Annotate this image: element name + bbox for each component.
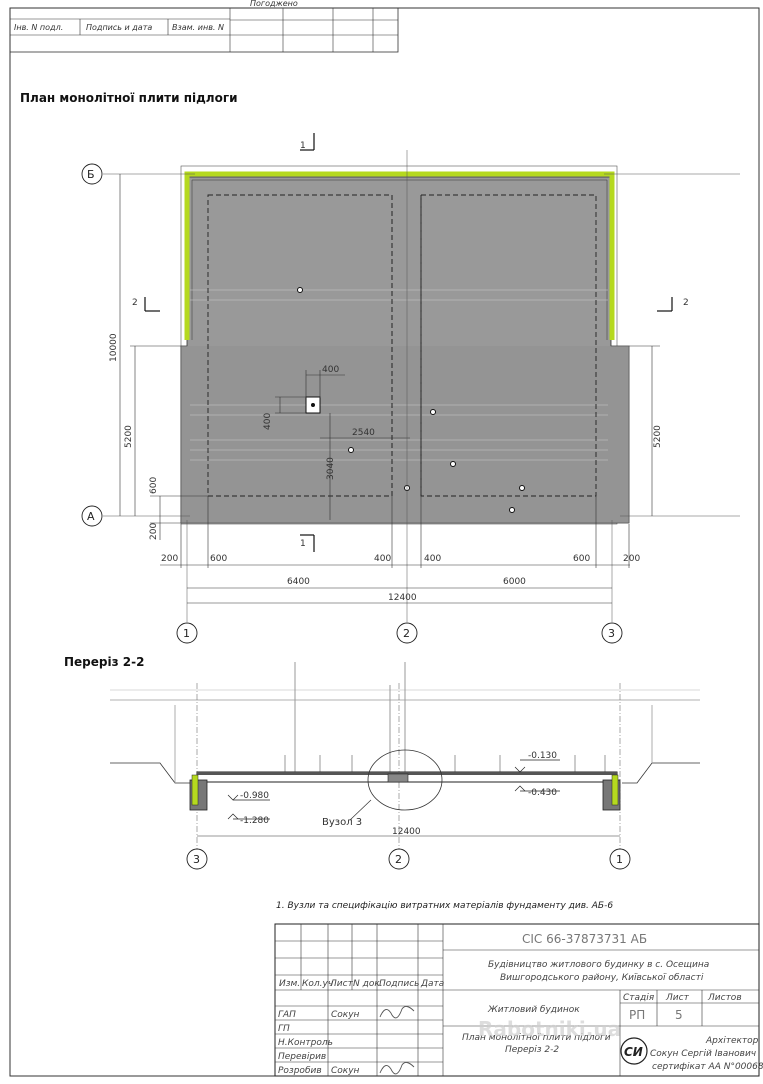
tb-role-gap: ГАП bbox=[278, 1010, 296, 1020]
tb-role-gp: ГП bbox=[278, 1024, 290, 1034]
architect-logo bbox=[620, 1037, 648, 1065]
signature-1 bbox=[379, 1006, 415, 1019]
general-note: 1. Вузли та специфікацію витратних матер… bbox=[276, 901, 613, 911]
dim-bottom-200-left: 200 bbox=[161, 554, 178, 564]
dim-bottom-600-left: 600 bbox=[210, 554, 227, 564]
stamp-vzam-inv: Взам. инв. N bbox=[172, 23, 224, 32]
tb-role-pereviriv: Перевірив bbox=[278, 1052, 326, 1062]
stamp-podpis-data: Подпись и дата bbox=[86, 23, 152, 32]
axis-1-label: 1 bbox=[183, 627, 190, 640]
tb-header-kol: Кол.уч bbox=[302, 979, 333, 989]
stamp-top-cut: Погоджено bbox=[250, 0, 298, 8]
dim-12400: 12400 bbox=[388, 593, 417, 603]
title-block: Изм. Кол.уч Лист N док. Подпись Дата ГАП… bbox=[274, 923, 763, 1077]
dim-bottom-400-a: 400 bbox=[374, 554, 391, 564]
axis-b-label: Б bbox=[87, 168, 95, 181]
tb-sheet: 5 bbox=[675, 1008, 683, 1022]
dim-2540: 2540 bbox=[352, 428, 375, 438]
level-m0130: -0.130 bbox=[528, 751, 557, 761]
section-axis-3: 3 bbox=[193, 853, 200, 866]
tb-architect2: Сокун Сергій Іванович bbox=[650, 1049, 756, 1059]
tb-code: СІС 66-37873731 АБ bbox=[522, 932, 647, 946]
tb-header-izm: Изм. bbox=[279, 979, 300, 989]
dim-bottom-400-b: 400 bbox=[424, 554, 441, 564]
tb-sheets-label: Листов bbox=[707, 993, 742, 1003]
section-axis-1: 1 bbox=[616, 853, 623, 866]
section-mark-1-bottom: 1 bbox=[300, 539, 306, 549]
dim-5200-right: 5200 bbox=[653, 425, 663, 448]
level-m0980: -0.980 bbox=[240, 791, 269, 801]
dim-400-top: 400 bbox=[322, 365, 339, 375]
dim-200-left: 200 bbox=[149, 523, 159, 540]
tb-project-line2: Вишгородського району, Київської області bbox=[500, 973, 704, 983]
node-3-callout bbox=[367, 749, 443, 811]
section-title: Переріз 2-2 bbox=[64, 655, 144, 669]
dim-600-left: 600 bbox=[149, 477, 159, 494]
section-mark-1-top: 1 bbox=[300, 141, 306, 151]
dim-10000: 10000 bbox=[109, 333, 119, 362]
tb-header-data: Дата bbox=[420, 979, 444, 989]
dim-400-side: 400 bbox=[263, 413, 273, 430]
dim-3040: 3040 bbox=[326, 457, 336, 480]
tb-header-ndoc: N док. bbox=[353, 979, 383, 989]
architect-logo-text: СИ bbox=[624, 1045, 643, 1059]
section-axis-2: 2 bbox=[395, 853, 402, 866]
dim-6000: 6000 bbox=[503, 577, 526, 587]
dim-5200-left: 5200 bbox=[124, 425, 134, 448]
tb-name-gap: Сокун bbox=[331, 1010, 360, 1020]
sheet-frame bbox=[9, 7, 760, 1077]
tb-project-line1: Будівництво житлового будинку в с. Осещи… bbox=[488, 960, 709, 970]
stamp-inv-podl: Інв. N подл. bbox=[14, 23, 63, 32]
tb-sheet-title1: План монолітної плити підлоги bbox=[462, 1033, 611, 1043]
signature-2 bbox=[379, 1062, 415, 1075]
tb-architect3: сертифікат АА N°000680 bbox=[652, 1062, 763, 1072]
axis-a-label: А bbox=[87, 510, 95, 523]
tb-stage-label: Стадія bbox=[623, 993, 655, 1003]
section-mark-2-left: 2 bbox=[132, 298, 138, 308]
node-3-label: Вузол 3 bbox=[322, 817, 362, 828]
dim-bottom-600-right: 600 bbox=[573, 554, 590, 564]
axis-2-label: 2 bbox=[403, 627, 410, 640]
top-stamp: Інв. N подл. Подпись и дата Взам. инв. N… bbox=[9, 0, 399, 53]
dim-6400: 6400 bbox=[287, 577, 310, 587]
tb-header-list: Лист bbox=[329, 979, 354, 989]
level-m0430: -0.430 bbox=[528, 788, 557, 798]
insulation-strip bbox=[184, 171, 615, 340]
level-m1280: -1.280 bbox=[240, 816, 269, 826]
tb-sheet-label: Лист bbox=[665, 993, 690, 1003]
tb-sheet-title2: Переріз 2-2 bbox=[505, 1045, 559, 1055]
section-dim-12400: 12400 bbox=[392, 827, 421, 837]
axis-3-label: 3 bbox=[608, 627, 615, 640]
section-drawing: Вузол 3 -0.130 -0.430 -0.980 -1.280 1240… bbox=[110, 662, 700, 870]
tb-header-podpis: Подпись bbox=[379, 979, 419, 989]
tb-name-razrob: Сокун bbox=[331, 1066, 360, 1076]
plan-title: План монолітної плити підлоги bbox=[20, 91, 238, 105]
tb-role-nkontrol: Н.Контроль bbox=[278, 1038, 333, 1048]
tb-architect1: Архітектор bbox=[705, 1036, 759, 1046]
tb-object: Житловий будинок bbox=[487, 1005, 580, 1015]
tb-role-rozrobyv: Розробив bbox=[278, 1066, 322, 1076]
tb-stage: РП bbox=[629, 1008, 645, 1022]
plan-drawing: 400 400 2540 3040 1 1 2 2 bbox=[81, 133, 740, 644]
dim-bottom-200-right: 200 bbox=[623, 554, 640, 564]
watermark: Rabotniki.ua bbox=[478, 1017, 621, 1041]
section-mark-2-right: 2 bbox=[683, 298, 689, 308]
